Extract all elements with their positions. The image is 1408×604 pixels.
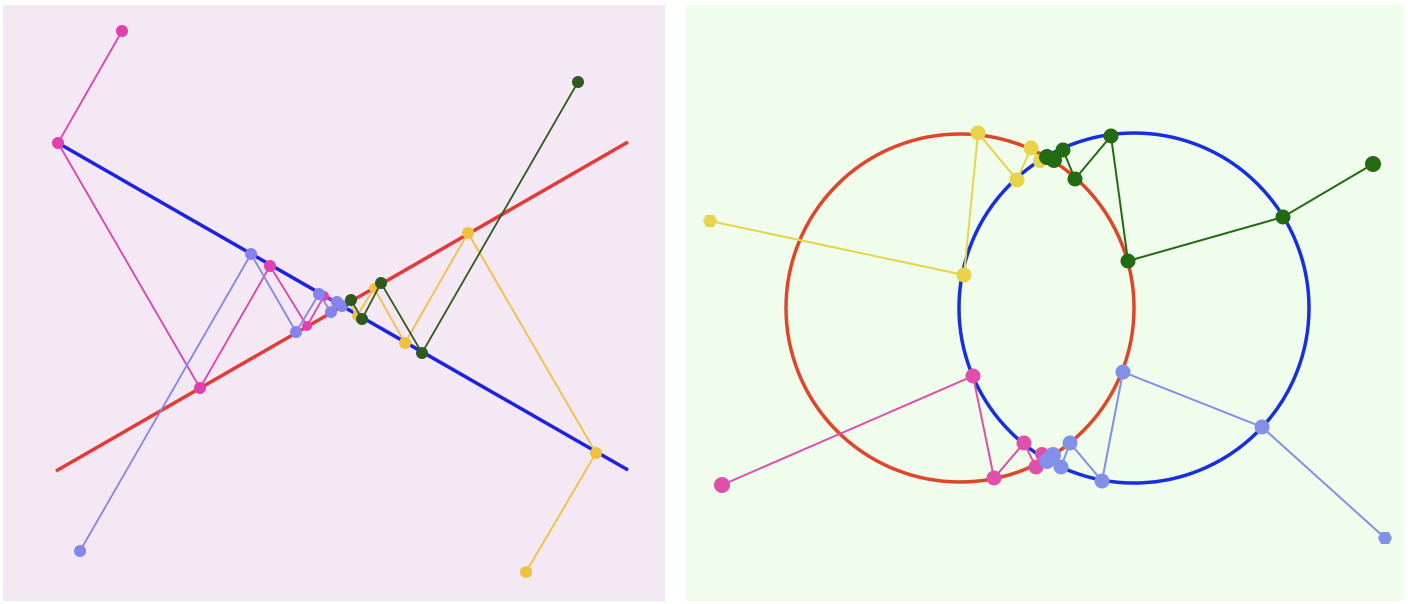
magenta-point [1016, 435, 1032, 451]
gold-point [462, 227, 474, 239]
yellow-path [703, 125, 1047, 283]
green-point [1067, 171, 1083, 187]
periwinkle-point [1039, 453, 1055, 469]
dark-green-point [356, 313, 368, 325]
periwinkle-point [1062, 435, 1078, 451]
lavender-point [245, 248, 257, 260]
periwinkle-point [1053, 459, 1069, 475]
green-point [1120, 253, 1136, 269]
pink-point [52, 137, 64, 149]
red-circle [784, 132, 1136, 484]
gold-point [590, 447, 602, 459]
gold-start-point [520, 566, 532, 578]
green-point [1275, 209, 1291, 225]
lavender-point [325, 306, 337, 318]
pink-point [302, 321, 312, 331]
periwinkle-path [1039, 364, 1392, 544]
magenta-start-point [714, 477, 730, 493]
magenta-point [986, 470, 1002, 486]
periwinkle-start-point [1378, 532, 1392, 544]
lavender-point [290, 326, 302, 338]
green-point [1055, 142, 1071, 158]
lavender-point [336, 300, 348, 312]
gold-point [399, 337, 411, 349]
green-point [1103, 128, 1119, 144]
blue-circle [957, 131, 1311, 485]
yellow-point [1009, 172, 1025, 188]
lavender-point [313, 288, 325, 300]
yellow-point [970, 125, 986, 141]
dark-green-point [375, 277, 387, 289]
left-panel-lines [3, 5, 665, 601]
green-start-point [1365, 156, 1381, 172]
pink-point [194, 382, 206, 394]
dark-green-path [345, 76, 584, 359]
right-panel-background [686, 5, 1404, 601]
pink-start-point [116, 25, 128, 37]
dark-green-point [345, 294, 357, 306]
dark-green-start-point [572, 76, 584, 88]
periwinkle-point [1115, 364, 1131, 380]
green-point [1039, 149, 1055, 165]
periwinkle-point [1254, 419, 1270, 435]
yellow-point [1023, 140, 1039, 156]
right-panel-circles [686, 5, 1404, 601]
lavender-start-point [74, 545, 86, 557]
lavender-path [74, 248, 348, 557]
pink-point [264, 260, 276, 272]
periwinkle-point [1094, 473, 1110, 489]
dark-green-point [416, 347, 428, 359]
yellow-point [956, 267, 972, 283]
yellow-start-point [703, 215, 717, 227]
magenta-path [714, 368, 1049, 493]
green-path [1039, 128, 1381, 269]
magenta-point [965, 368, 981, 384]
